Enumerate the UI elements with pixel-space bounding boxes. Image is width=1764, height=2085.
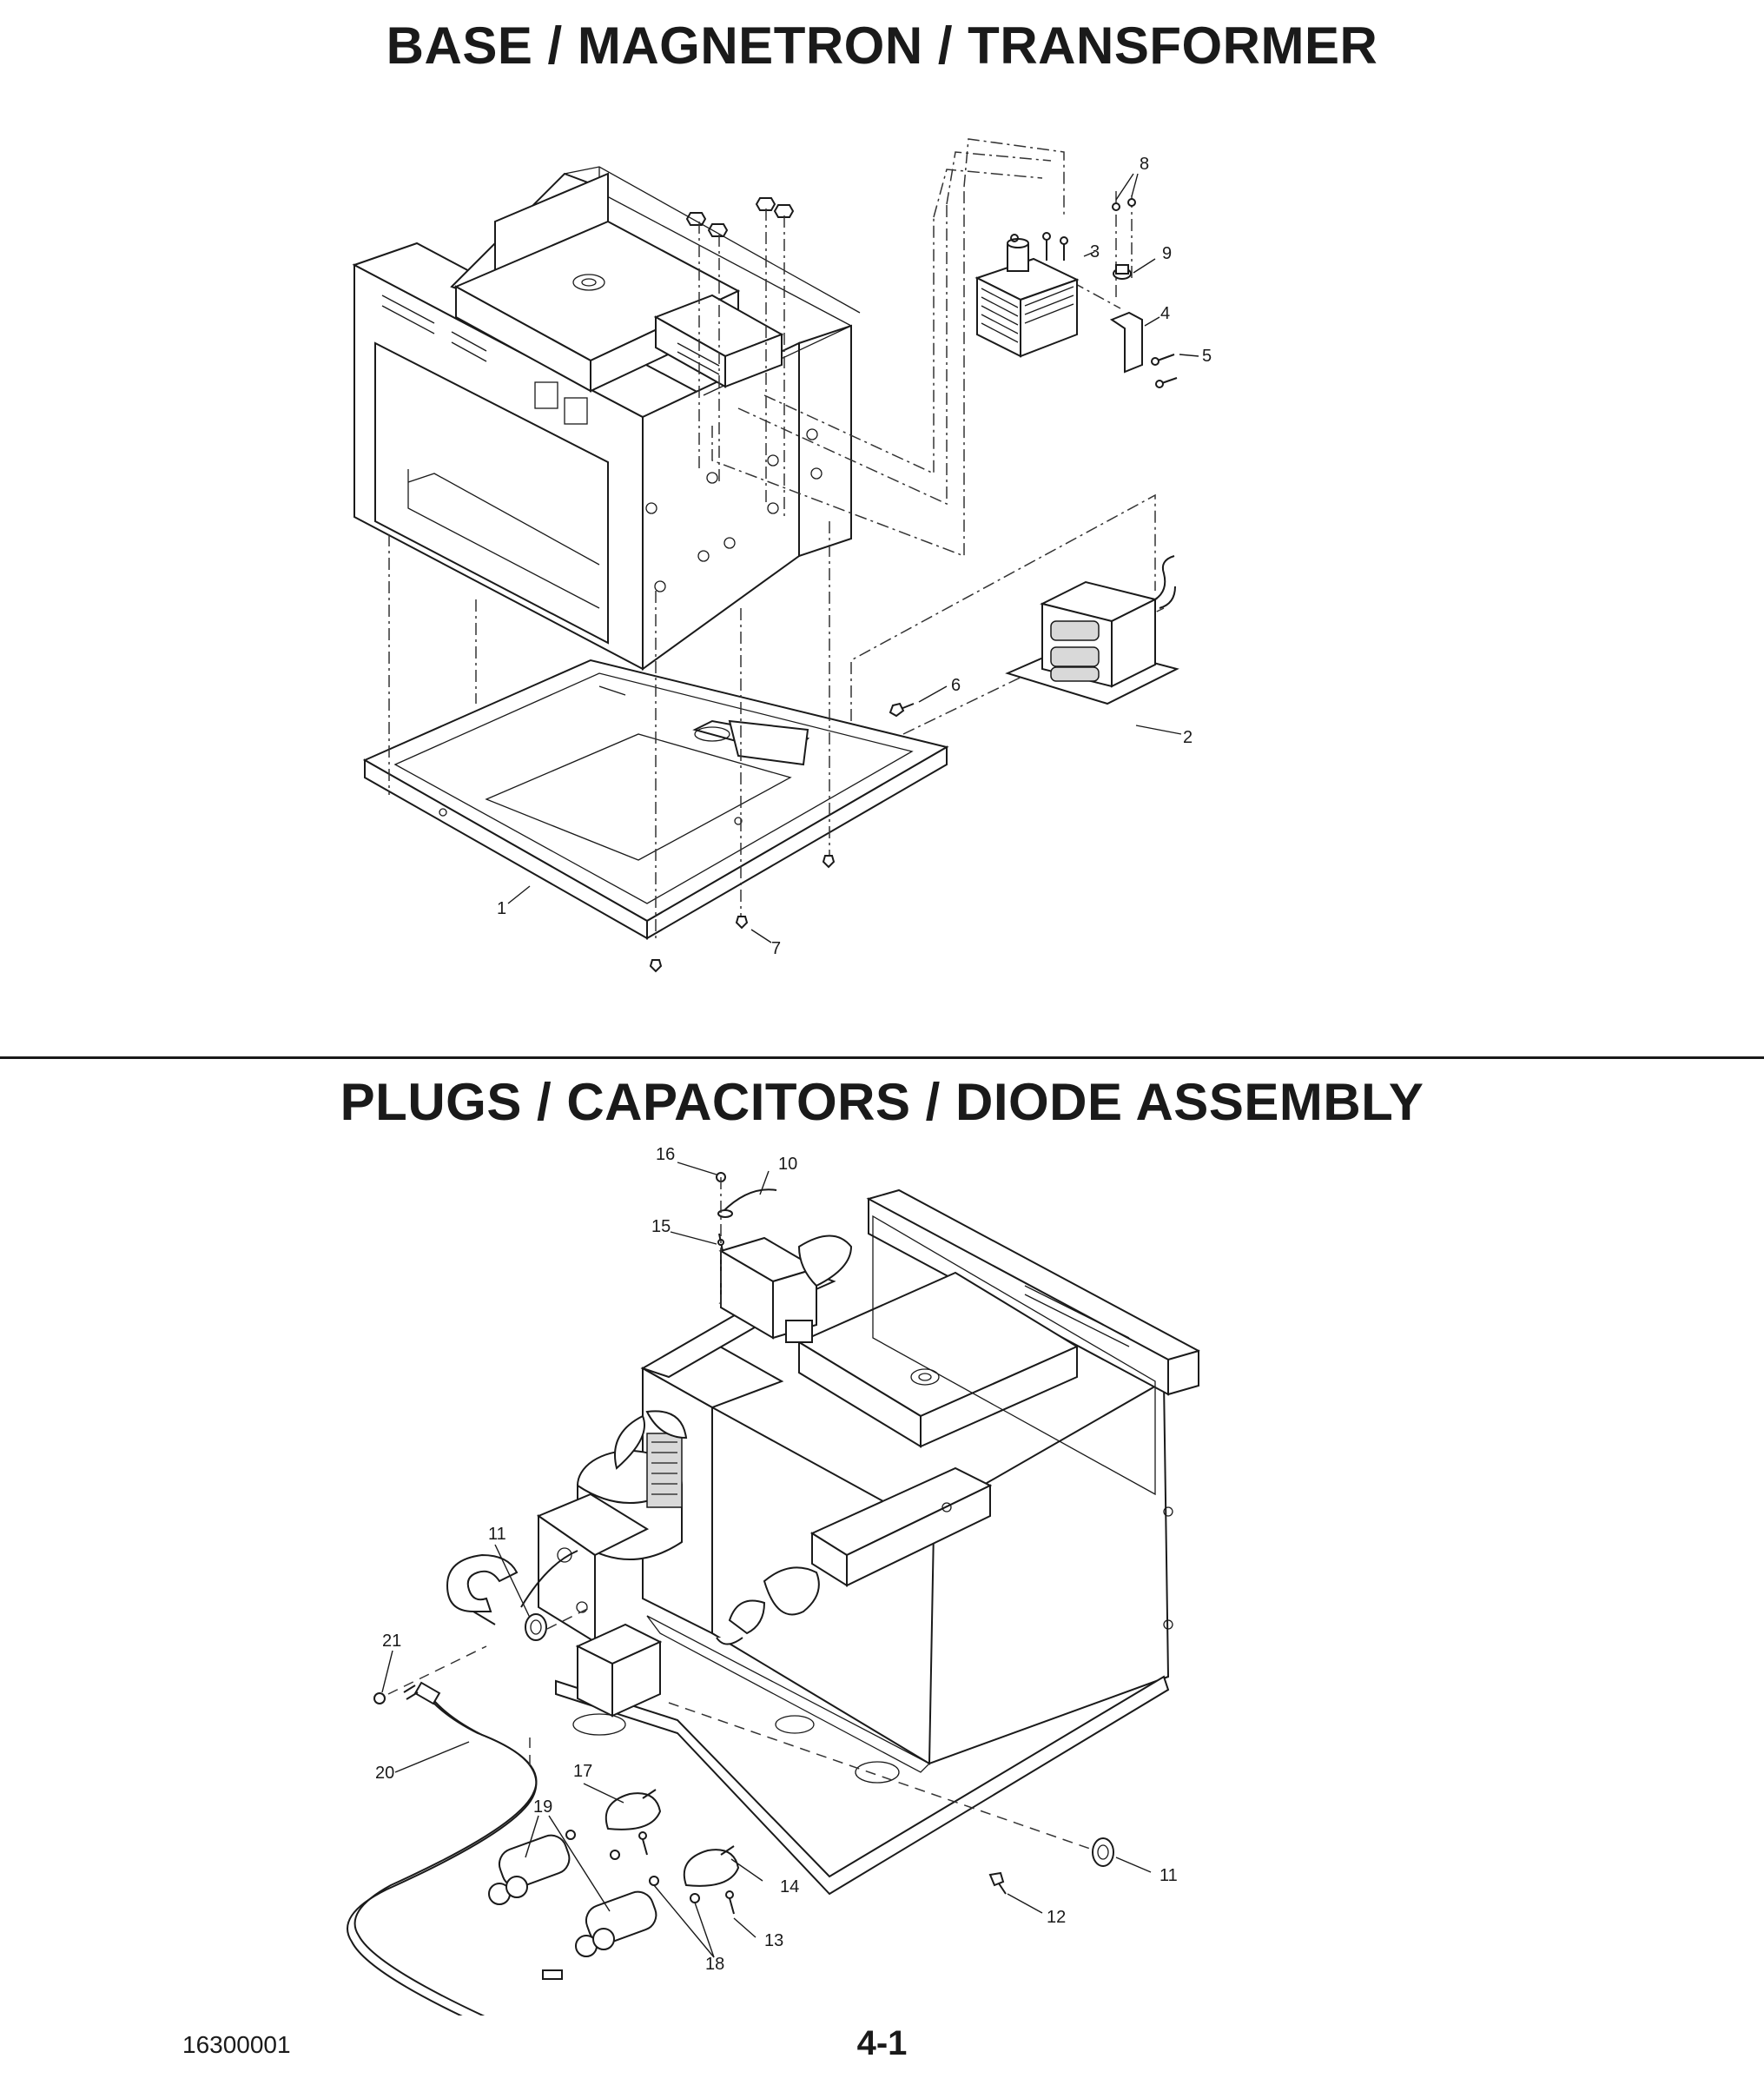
capacitor-block <box>572 1623 663 1736</box>
capacitor-bracket-17 <box>605 1789 662 1830</box>
bracket <box>1109 311 1143 374</box>
screws-13 <box>638 1831 735 1915</box>
callout-12: 12 <box>1047 1908 1066 1927</box>
alignment-lines-bottom <box>387 1177 1091 1850</box>
section-divider <box>0 1056 1764 1059</box>
screws-18 <box>565 1830 700 1903</box>
callout-11-right: 11 <box>1159 1866 1178 1885</box>
callout-14: 14 <box>780 1877 799 1896</box>
callout-6: 6 <box>951 676 961 695</box>
transformer <box>1005 555 1179 705</box>
stirrer-motor <box>716 1566 820 1645</box>
outlet-11-right <box>1092 1837 1114 1867</box>
callout-11-left: 11 <box>488 1525 506 1544</box>
fan-motor <box>536 1493 650 1644</box>
capacitors <box>488 1834 657 1957</box>
callout-4: 4 <box>1160 304 1170 323</box>
power-cord <box>347 1681 563 2016</box>
magnetron <box>974 232 1080 358</box>
screws-8 <box>1112 198 1136 211</box>
callout-8: 8 <box>1140 155 1149 174</box>
document-number: 16300001 <box>182 2031 291 2058</box>
page-number: 4-1 <box>856 2024 908 2062</box>
screw-12 <box>988 1871 1007 1895</box>
cabinet-body <box>555 1188 1200 1896</box>
screws-5 <box>1151 354 1178 388</box>
callout-17: 17 <box>573 1762 592 1781</box>
alignment-lines <box>388 138 1165 943</box>
callout-20: 20 <box>375 1764 394 1783</box>
callout-3: 3 <box>1090 242 1100 261</box>
thermostat <box>1113 264 1132 280</box>
callout-21: 21 <box>382 1632 401 1651</box>
callout-1: 1 <box>497 899 506 918</box>
section-title-base-magnetron-transformer: BASE / MAGNETRON / TRANSFORMER <box>386 17 1378 75</box>
cavity-frame <box>352 166 861 671</box>
section-title-plugs-capacitors-diode: PLUGS / CAPACITORS / DIODE ASSEMBLY <box>340 1073 1424 1131</box>
callout-5: 5 <box>1202 347 1212 366</box>
exploded-view-base-magnetron-transformer: 1 2 3 4 5 6 7 8 9 <box>352 138 1212 973</box>
exploded-view-plugs-capacitors-diode: 10 11 11 12 13 14 15 16 17 18 19 20 21 <box>347 1145 1200 2016</box>
callout-10: 10 <box>778 1155 797 1174</box>
callout-16: 16 <box>656 1145 675 1164</box>
callout-9: 9 <box>1162 244 1172 263</box>
screws-7 <box>649 855 836 973</box>
callout-7: 7 <box>771 939 781 958</box>
callout-18: 18 <box>705 1955 724 1974</box>
callout-13: 13 <box>764 1931 783 1950</box>
screw-6 <box>889 702 915 718</box>
callout-2: 2 <box>1183 728 1193 747</box>
callout-15: 15 <box>651 1217 671 1236</box>
leader-lines-top <box>507 173 1199 943</box>
outlet-11-left <box>446 1550 578 1641</box>
capacitor-bracket-14 <box>683 1845 740 1887</box>
leader-lines-bottom <box>381 1162 1152 1958</box>
screw-21 <box>373 1692 386 1704</box>
callout-19: 19 <box>533 1797 552 1817</box>
